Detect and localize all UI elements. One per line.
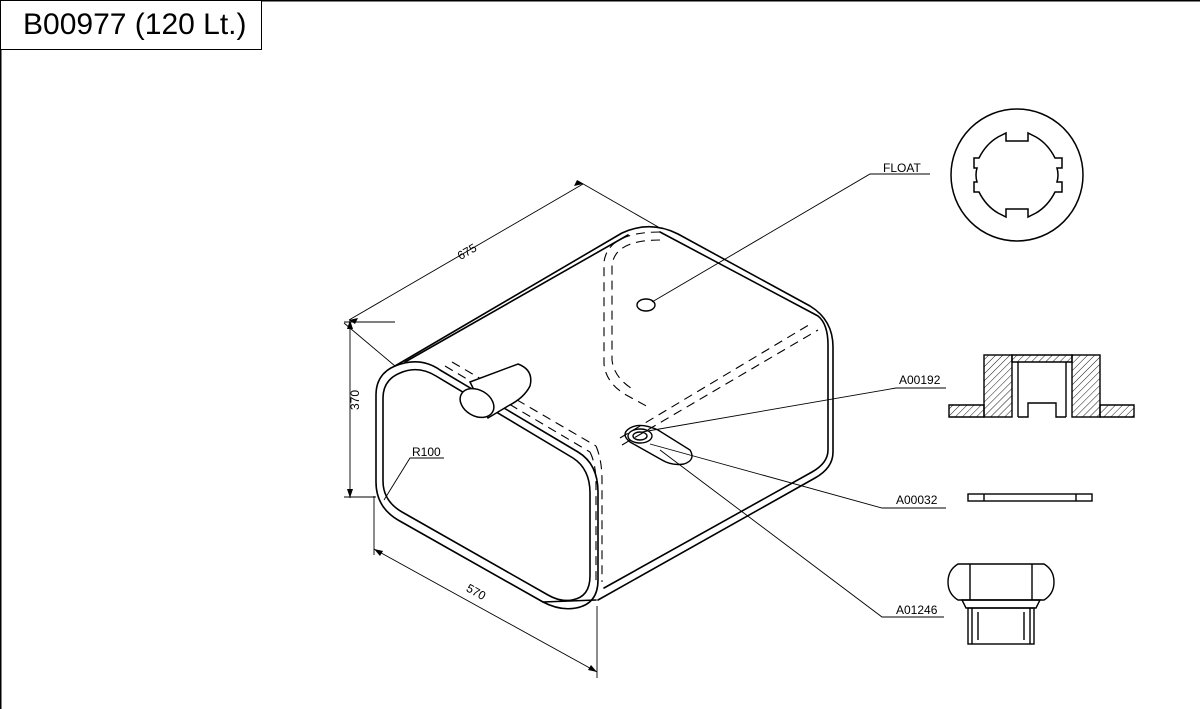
dimension-width-label: 570 bbox=[464, 581, 489, 603]
callout-a00192-label: A00192 bbox=[899, 373, 941, 387]
drawing-title: B00977 (120 Lt.) bbox=[23, 8, 247, 41]
outlet-slot bbox=[624, 424, 693, 466]
dimension-lines bbox=[343, 180, 661, 678]
callout-a01246-label: A01246 bbox=[896, 603, 938, 617]
a00032-detail bbox=[967, 493, 1093, 502]
float-hole bbox=[636, 298, 656, 312]
tank-hidden-edges bbox=[444, 231, 819, 586]
callout-a00032-label: A00032 bbox=[896, 493, 938, 507]
dimension-height-label: 370 bbox=[348, 390, 362, 410]
title-box: B00977 (120 Lt.) bbox=[0, 0, 262, 50]
float-detail bbox=[950, 108, 1084, 242]
dimension-arrows bbox=[347, 180, 597, 672]
filler-neck bbox=[459, 363, 532, 420]
tank-body bbox=[375, 225, 834, 610]
a01246-detail bbox=[947, 563, 1055, 645]
dimension-length-label: 675 bbox=[455, 240, 480, 262]
callout-leaders bbox=[641, 173, 946, 618]
callout-float-label: FLOAT bbox=[883, 161, 921, 175]
a00192-detail bbox=[948, 354, 1135, 418]
dimension-radius-label: R100 bbox=[412, 445, 441, 459]
